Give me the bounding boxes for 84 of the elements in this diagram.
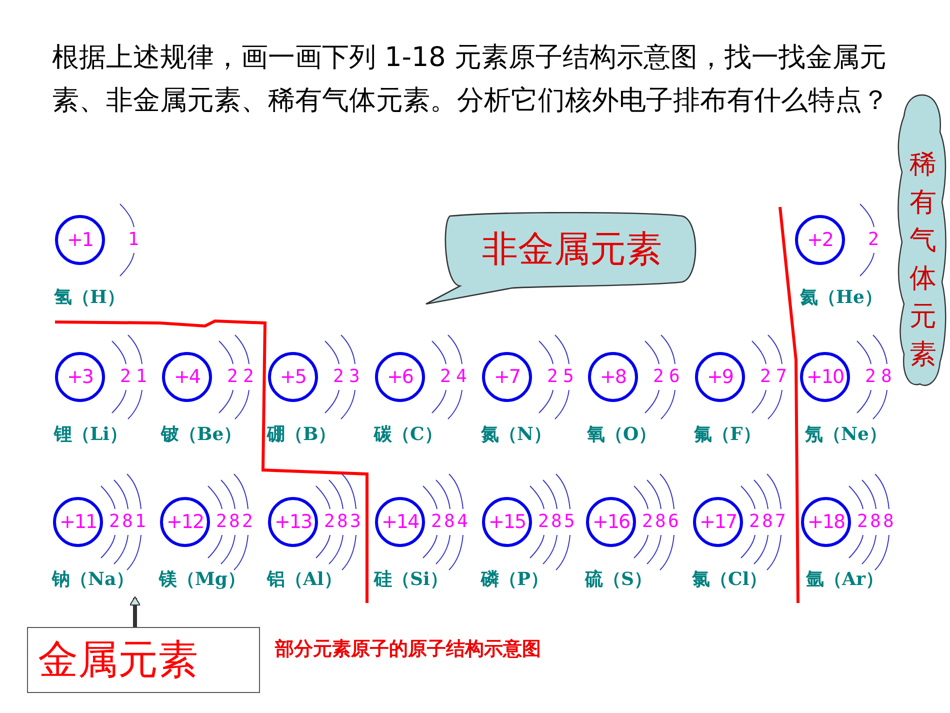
electron-count: 2 bbox=[216, 511, 227, 533]
electron-count: 8 bbox=[881, 366, 892, 388]
electron-count: 2 bbox=[857, 511, 868, 533]
element-name: 铝（Al） bbox=[267, 568, 342, 592]
electron-count: 2 bbox=[642, 511, 653, 533]
cloud-text: 稀有气体元素 bbox=[908, 148, 938, 372]
electron-count: 8 bbox=[762, 511, 773, 533]
electron-count: 2 bbox=[431, 511, 442, 533]
element-name: 氖（Ne） bbox=[805, 423, 887, 447]
element-name: 硅（Si） bbox=[374, 568, 448, 592]
element-name: 氦（He） bbox=[800, 286, 882, 310]
nucleus-circle: +15 bbox=[482, 497, 532, 547]
electron-count: 4 bbox=[457, 511, 468, 533]
electron-count: 8 bbox=[122, 511, 133, 533]
element-name: 铍（Be） bbox=[161, 423, 242, 447]
element-name: 碳（C） bbox=[374, 423, 442, 447]
nucleus-circle: +14 bbox=[375, 497, 425, 547]
electron-count: 2 bbox=[242, 511, 253, 533]
electron-count: 2 bbox=[868, 229, 879, 251]
electron-count: 1 bbox=[135, 511, 146, 533]
electron-count: 5 bbox=[563, 366, 574, 388]
nucleus-circle: +8 bbox=[588, 352, 638, 402]
nucleus-circle: +3 bbox=[55, 352, 105, 402]
electron-count: 8 bbox=[655, 511, 666, 533]
electron-count: 2 bbox=[653, 366, 664, 388]
question-text: 根据上述规律，画一画下列 1-18 元素原子结构示意图，找一找金属元素、非金属元素、稀有气体元素。分析它们核外电子排布有什么特点？ bbox=[52, 41, 890, 118]
electron-count: 2 bbox=[227, 366, 238, 388]
element-name: 硼（B） bbox=[267, 423, 336, 447]
electron-count: 1 bbox=[128, 229, 139, 251]
electron-count: 2 bbox=[324, 511, 335, 533]
label-box: 金属元素 bbox=[27, 627, 260, 693]
nucleus-circle: +10 bbox=[800, 352, 850, 402]
electron-count: 8 bbox=[444, 511, 455, 533]
element-name: 磷（P） bbox=[481, 568, 549, 592]
nucleus-circle: +5 bbox=[268, 352, 318, 402]
electron-count: 2 bbox=[440, 366, 451, 388]
element-name: 氢（H） bbox=[54, 286, 126, 310]
electron-count: 7 bbox=[775, 511, 786, 533]
electron-count: 3 bbox=[350, 511, 361, 533]
electron-count: 6 bbox=[668, 511, 679, 533]
electron-count: 1 bbox=[136, 366, 147, 388]
nucleus-circle: +7 bbox=[482, 352, 532, 402]
electron-count: 8 bbox=[883, 511, 894, 533]
element-name: 钠（Na） bbox=[52, 568, 134, 592]
electron-count: 2 bbox=[547, 366, 558, 388]
element-name: 氧（O） bbox=[587, 423, 657, 447]
electron-count: 7 bbox=[776, 366, 787, 388]
electron-count: 2 bbox=[538, 511, 549, 533]
electron-count: 5 bbox=[564, 511, 575, 533]
nucleus-circle: +17 bbox=[693, 497, 743, 547]
electron-count: 6 bbox=[669, 366, 680, 388]
electron-count: 8 bbox=[870, 511, 881, 533]
arrow bbox=[130, 596, 140, 627]
electron-count: 2 bbox=[865, 366, 876, 388]
electron-count: 2 bbox=[120, 366, 131, 388]
nucleus-circle: +6 bbox=[375, 352, 425, 402]
nucleus-circle: +12 bbox=[160, 497, 210, 547]
electron-count: 3 bbox=[349, 366, 360, 388]
nucleus-circle: +9 bbox=[695, 352, 745, 402]
electron-count: 2 bbox=[749, 511, 760, 533]
electron-count: 8 bbox=[229, 511, 240, 533]
nucleus-circle: +4 bbox=[162, 352, 212, 402]
electron-count: 2 bbox=[760, 366, 771, 388]
electron-count: 2 bbox=[109, 511, 120, 533]
nucleus-circle: +13 bbox=[268, 497, 318, 547]
element-name: 氯（Cl） bbox=[692, 568, 768, 592]
nucleus-circle: +1 bbox=[55, 215, 105, 265]
element-name: 氩（Ar） bbox=[806, 568, 884, 592]
callout-text: 非金属元素 bbox=[481, 228, 663, 272]
element-name: 硫（S） bbox=[585, 568, 652, 592]
nucleus-circle: +11 bbox=[53, 497, 103, 547]
electron-count: 2 bbox=[333, 366, 344, 388]
element-name: 镁（Mg） bbox=[159, 568, 246, 592]
element-name: 氮（N） bbox=[481, 423, 552, 447]
caption: 部分元素原子的原子结构示意图 bbox=[275, 637, 541, 662]
nucleus-circle: +18 bbox=[801, 497, 851, 547]
electron-count: 8 bbox=[337, 511, 348, 533]
electron-count: 2 bbox=[243, 366, 254, 388]
nucleus-circle: +2 bbox=[795, 215, 845, 265]
element-name: 氟（F） bbox=[694, 423, 761, 447]
nucleus-circle: +16 bbox=[586, 497, 636, 547]
electron-count: 4 bbox=[456, 366, 467, 388]
element-name: 锂（Li） bbox=[54, 423, 128, 447]
electron-count: 8 bbox=[551, 511, 562, 533]
